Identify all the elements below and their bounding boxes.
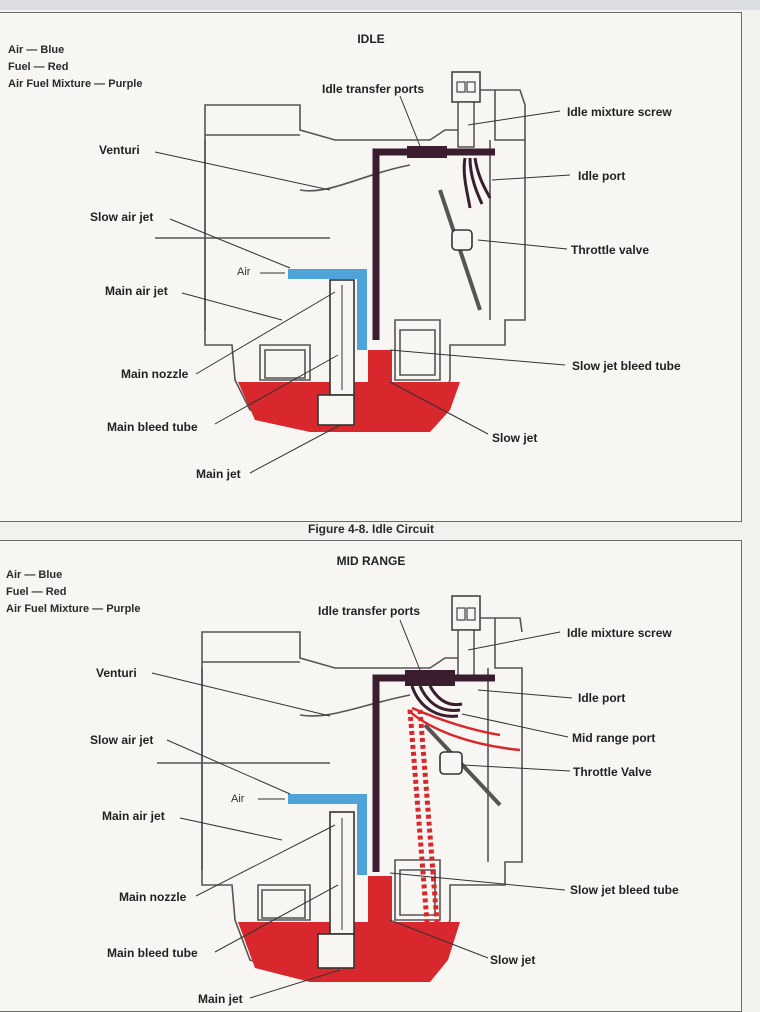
- throttle-shaft: [451, 229, 473, 251]
- venturi-label: Venturi: [99, 143, 140, 157]
- idle-panel-frame: [0, 12, 742, 522]
- main-air-jet-label: Main air jet: [105, 284, 168, 298]
- main-bleed-tube-label: Main bleed tube: [107, 420, 198, 434]
- transfer-port-block: [405, 670, 455, 686]
- idle-mixture-screw-label: Idle mixture screw: [567, 626, 672, 640]
- air-inlet-label: Air: [231, 793, 245, 805]
- idle-legend: Air — Blue Fuel — Red Air Fuel Mixture —…: [8, 42, 142, 93]
- throttle-valve-label: Throttle Valve: [573, 765, 652, 779]
- slow-jet-label: Slow jet: [490, 953, 536, 967]
- idle-port-label: Idle port: [578, 691, 626, 705]
- idle-transfer-ports-label: Idle transfer ports: [318, 604, 421, 618]
- idle-transfer-ports-label: Idle transfer ports: [322, 82, 425, 96]
- mixture-passage: [372, 148, 495, 340]
- slow-air-passage: [288, 794, 367, 875]
- mid-range-port-flow: [410, 685, 463, 718]
- mid-range-panel-title: MID RANGE: [336, 554, 406, 568]
- slow-air-jet-label: Slow air jet: [90, 733, 154, 747]
- idle-port-flow: [462, 157, 492, 209]
- mid-range-legend: Air — Blue Fuel — Red Air Fuel Mixture —…: [6, 567, 140, 618]
- throttle-valve-label: Throttle valve: [571, 243, 650, 257]
- slow-air-jet-label: Slow air jet: [90, 210, 154, 224]
- figure-caption: Figure 4-8. Idle Circuit: [307, 522, 435, 536]
- main-jet-label: Main jet: [198, 992, 243, 1006]
- mixture-passage: [372, 674, 495, 872]
- air-inlet-label: Air: [237, 266, 251, 278]
- idle-mixture-screw-label: Idle mixture screw: [567, 105, 672, 119]
- mid-range-carburetor-diagram: [151, 595, 573, 999]
- slow-jet: [368, 350, 392, 408]
- slow-jet-bleed-tube-label: Slow jet bleed tube: [572, 359, 681, 373]
- idle-mixture-screw-body: [451, 71, 481, 148]
- slow-jet: [368, 876, 392, 938]
- legend-fuel: Fuel — Red: [8, 61, 69, 73]
- legend-fuel: Fuel — Red: [6, 586, 67, 598]
- main-nozzle-stack: [317, 811, 355, 969]
- idle-leader-lines: [154, 95, 571, 474]
- throttle-shaft: [439, 751, 463, 775]
- legend-air: Air — Blue: [6, 569, 63, 581]
- main-nozzle-stack: [317, 279, 355, 426]
- main-jet-label: Main jet: [196, 467, 241, 481]
- idle-carburetor-diagram: [154, 71, 571, 474]
- idle-panel-title: IDLE: [357, 32, 385, 46]
- main-bleed-tube-label: Main bleed tube: [107, 946, 198, 960]
- legend-air: Air — Blue: [8, 44, 65, 56]
- carburetor-body: [204, 89, 526, 431]
- venturi-label: Venturi: [96, 666, 137, 680]
- mid-range-leader-lines: [151, 619, 573, 999]
- idle-port-label: Idle port: [578, 169, 626, 183]
- idle-mixture-screw-body: [451, 595, 481, 681]
- legend-mixture: Air Fuel Mixture — Purple: [6, 603, 141, 615]
- slow-air-passage: [288, 269, 367, 350]
- slow-jet-label: Slow jet: [492, 431, 538, 445]
- top-band: [0, 0, 760, 10]
- mid-range-port-label: Mid range port: [572, 731, 656, 745]
- main-air-jet-label: Main air jet: [102, 809, 165, 823]
- legend-mixture: Air Fuel Mixture — Purple: [8, 78, 143, 90]
- transfer-port-block: [407, 146, 447, 158]
- slow-jet-bleed-tube-label: Slow jet bleed tube: [570, 883, 679, 897]
- main-nozzle-label: Main nozzle: [121, 367, 189, 381]
- main-nozzle-label: Main nozzle: [119, 890, 187, 904]
